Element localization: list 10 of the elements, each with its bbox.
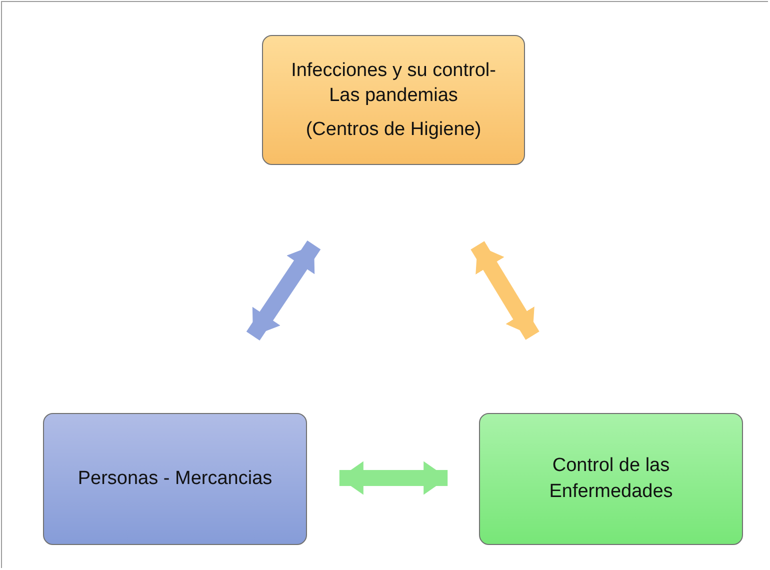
- box-text: Personas - Mercancias: [78, 467, 272, 492]
- process-box: [262, 35, 525, 165]
- double-arrow: [246, 240, 321, 340]
- process-box: [479, 413, 743, 545]
- box-text: Control de las Enfermedades: [548, 454, 674, 504]
- double-arrow: [470, 241, 540, 340]
- double-arrow: [339, 461, 448, 495]
- box-text: (Centros de Higiene): [306, 118, 482, 142]
- box-text: Infecciones y su control- Las pandemias: [290, 58, 497, 108]
- process-box: [43, 413, 307, 545]
